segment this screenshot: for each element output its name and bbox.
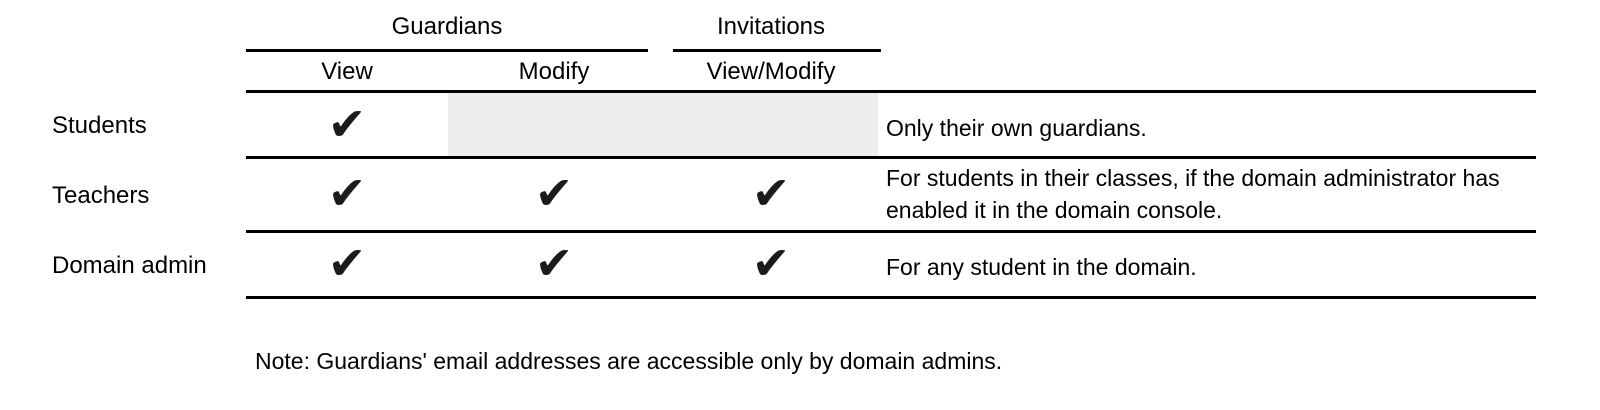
column-group-invitations: Invitations [716, 13, 826, 40]
check-icon: ✔ [751, 236, 791, 290]
row-label-students: Students [52, 112, 147, 139]
row-divider [246, 156, 1536, 159]
invitations-underline [673, 49, 881, 52]
check-icon: ✔ [327, 236, 367, 290]
column-header-modify: Modify [518, 58, 590, 85]
check-icon: ✔ [327, 166, 367, 220]
table-bottom-divider [246, 296, 1536, 299]
row-divider [246, 230, 1536, 233]
check-icon: ✔ [534, 166, 574, 220]
check-icon: ✔ [327, 97, 367, 151]
column-header-view-modify: View/Modify [706, 58, 836, 85]
teachers-note: For students in their classes, if the do… [886, 165, 1500, 223]
column-header-view: View [321, 58, 373, 85]
check-icon: ✔ [534, 236, 574, 290]
students-not-applicable-cell [448, 93, 878, 156]
guardians-underline [246, 49, 648, 52]
domain-admin-note: For any student in the domain. [886, 254, 1197, 280]
students-note: Only their own guardians. [886, 115, 1147, 141]
row-label-teachers: Teachers [52, 182, 150, 209]
row-label-domain-admin: Domain admin [52, 252, 207, 279]
footnote: Note: Guardians' email addresses are acc… [255, 348, 1003, 374]
header-divider [246, 90, 1536, 93]
column-group-guardians: Guardians [391, 13, 503, 40]
check-icon: ✔ [751, 166, 791, 220]
